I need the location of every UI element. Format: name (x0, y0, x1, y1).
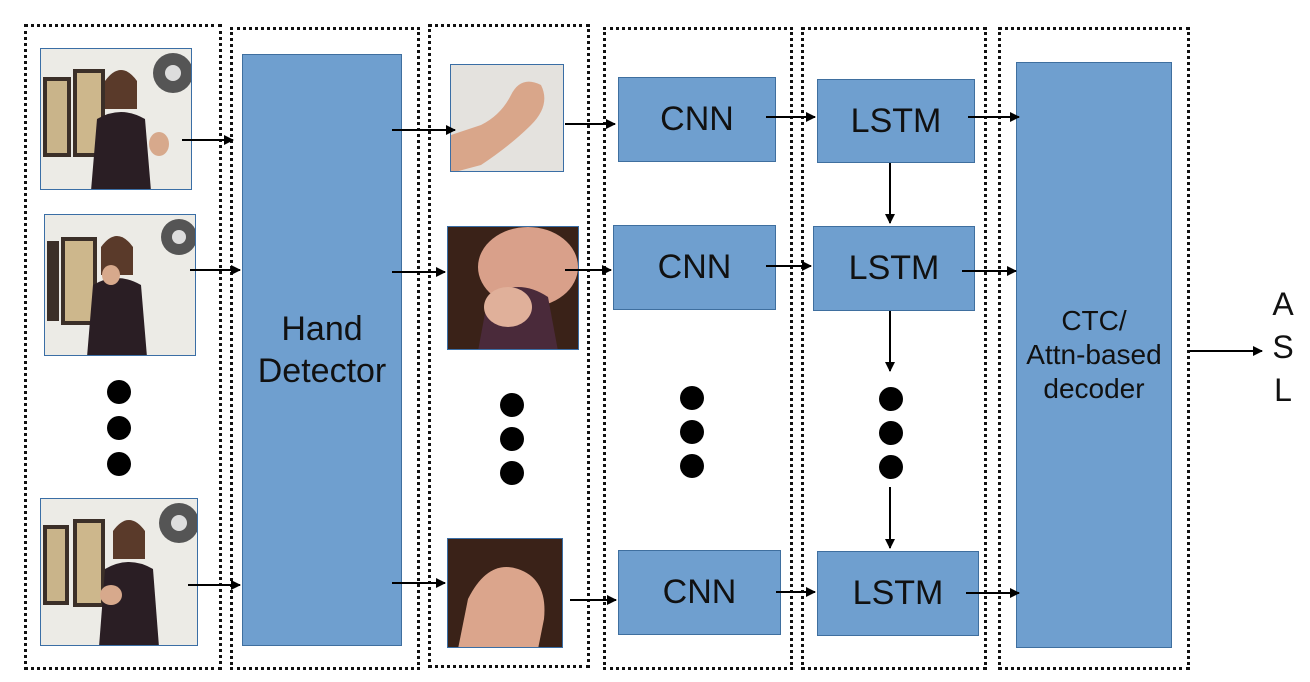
video-frame-1 (40, 48, 192, 190)
output-letter: A (1272, 286, 1294, 322)
cnn-block-2: CNN (613, 225, 776, 310)
video-frame-3 (40, 498, 198, 646)
ellipsis-dot (879, 421, 903, 445)
lstm-block-1: LSTM (817, 79, 975, 163)
decoder-label-line1: CTC/ (1061, 305, 1127, 336)
hand-crop-icon (448, 539, 562, 647)
ellipsis-dot (500, 393, 524, 417)
hand-crop-2 (447, 226, 579, 350)
cnn-group (603, 27, 793, 670)
output-letter: S (1272, 329, 1294, 365)
hand-detector-label-line2: Detector (257, 352, 387, 390)
person-signing-icon (41, 49, 191, 189)
hand-crop-3 (447, 538, 563, 648)
ellipsis-dot (500, 427, 524, 451)
output-letter: L (1274, 372, 1292, 408)
hand-crop-icon (451, 65, 563, 171)
frames-group (24, 24, 222, 670)
decoder-label-line3: decoder (1043, 373, 1145, 404)
ellipsis-dot (500, 461, 524, 485)
cnn-block-1: CNN (618, 77, 776, 162)
decoder-block: CTC/ Attn-based decoder (1016, 62, 1172, 648)
ellipsis-dot (879, 455, 903, 479)
ellipsis-dot (107, 452, 131, 476)
ellipsis-dot (107, 380, 131, 404)
person-signing-icon (45, 215, 195, 355)
lstm-block-3: LSTM (817, 551, 979, 636)
decoder-group (998, 27, 1190, 670)
hand-crop-1 (450, 64, 564, 172)
ellipsis-dot (680, 386, 704, 410)
ellipsis-dot (879, 387, 903, 411)
video-frame-2 (44, 214, 196, 356)
detector-group (230, 27, 420, 670)
crops-group (428, 24, 590, 668)
ellipsis-dot (680, 420, 704, 444)
ellipsis-dot (107, 416, 131, 440)
decoder-label-line2: Attn-based (1026, 339, 1162, 370)
lstm-block-2: LSTM (813, 226, 975, 311)
lstm-group (801, 27, 987, 670)
hand-detector-block: Hand Detector (242, 54, 402, 646)
person-signing-icon (41, 499, 197, 645)
hand-crop-icon (448, 227, 578, 349)
ellipsis-dot (680, 454, 704, 478)
cnn-block-3: CNN (618, 550, 781, 635)
hand-detector-label-line1: Hand (281, 310, 363, 348)
